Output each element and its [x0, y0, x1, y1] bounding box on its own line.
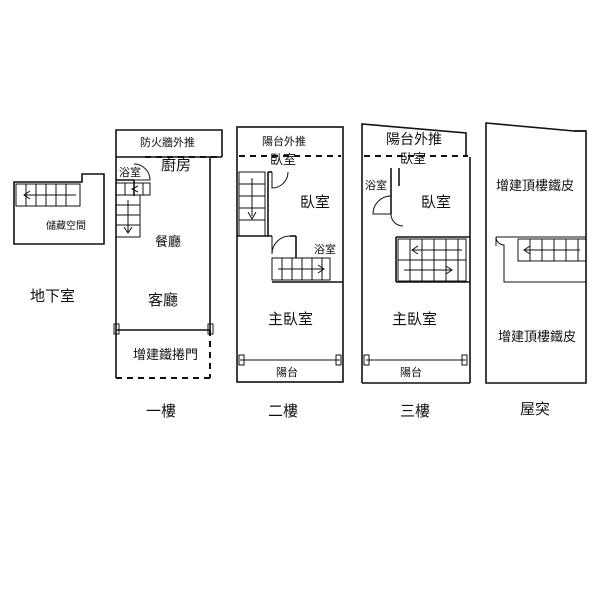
third-bedroom-label: 臥室 [421, 193, 451, 211]
third-front-bedroom-label: 臥室 [400, 151, 426, 167]
roof-sheet-bottom-label: 增建頂樓鐵皮 [498, 329, 576, 345]
second-front-bedroom-label: 臥室 [270, 152, 296, 168]
basement-storage-label: 儲藏空間 [46, 219, 86, 232]
second-floor-stairs-upper [238, 171, 266, 237]
third-floor-title: 三樓 [400, 402, 430, 420]
second-floor-stairs-lower [271, 257, 331, 281]
roof-sheet-top-label: 增建頂樓鐵皮 [496, 178, 574, 194]
first-dining-label: 餐廳 [155, 234, 181, 250]
basement-stairs [15, 183, 81, 207]
third-bath-label: 浴室 [365, 178, 387, 192]
second-balcony-label: 陽台 [276, 365, 298, 379]
basement-title: 地下室 [30, 287, 75, 305]
first-kitchen-label: 廚房 [161, 156, 191, 174]
third-balcony-label: 陽台 [400, 365, 422, 379]
second-floor-plan: 陽台外推 臥室 臥室 浴室 主臥室 陽台 二樓 [236, 126, 344, 420]
basement-outline [13, 173, 105, 245]
roof-title: 屋突 [520, 400, 550, 418]
first-floor-title: 一樓 [146, 402, 176, 420]
third-balcony-note: 陽台外推 [386, 132, 442, 148]
first-living-label: 客廳 [148, 291, 178, 309]
third-floor-stairs [397, 238, 467, 282]
third-floor-plan: 陽台外推 臥室 浴室 臥室 主臥室 陽台 三樓 [361, 123, 471, 420]
second-bedroom-label: 臥室 [300, 193, 330, 211]
second-bath-label: 浴室 [314, 242, 336, 256]
first-bath-label: 浴室 [119, 165, 141, 179]
second-floor-title: 二樓 [268, 402, 298, 420]
first-shutter-label: 增建鐵捲門 [133, 347, 198, 363]
first-floor-stairs [115, 182, 151, 238]
basement-plan: 儲藏空間 地下室 [13, 173, 105, 305]
first-firewall-note: 防火牆外推 [140, 135, 195, 149]
second-floor-outline [236, 126, 344, 383]
third-master-label: 主臥室 [392, 310, 437, 328]
first-floor-plan: 防火牆外推 廚房 浴室 餐廳 客廳 增建鐵捲門 一樓 [113, 129, 223, 420]
roof-stairs [517, 238, 587, 262]
second-master-label: 主臥室 [268, 310, 313, 328]
second-balcony-note: 陽台外推 [262, 134, 306, 148]
third-floor-outline-top [361, 123, 467, 383]
roof-plan: 增建頂樓鐵皮 增建頂樓鐵皮 屋突 [485, 122, 587, 418]
first-floor-outline [115, 129, 223, 378]
